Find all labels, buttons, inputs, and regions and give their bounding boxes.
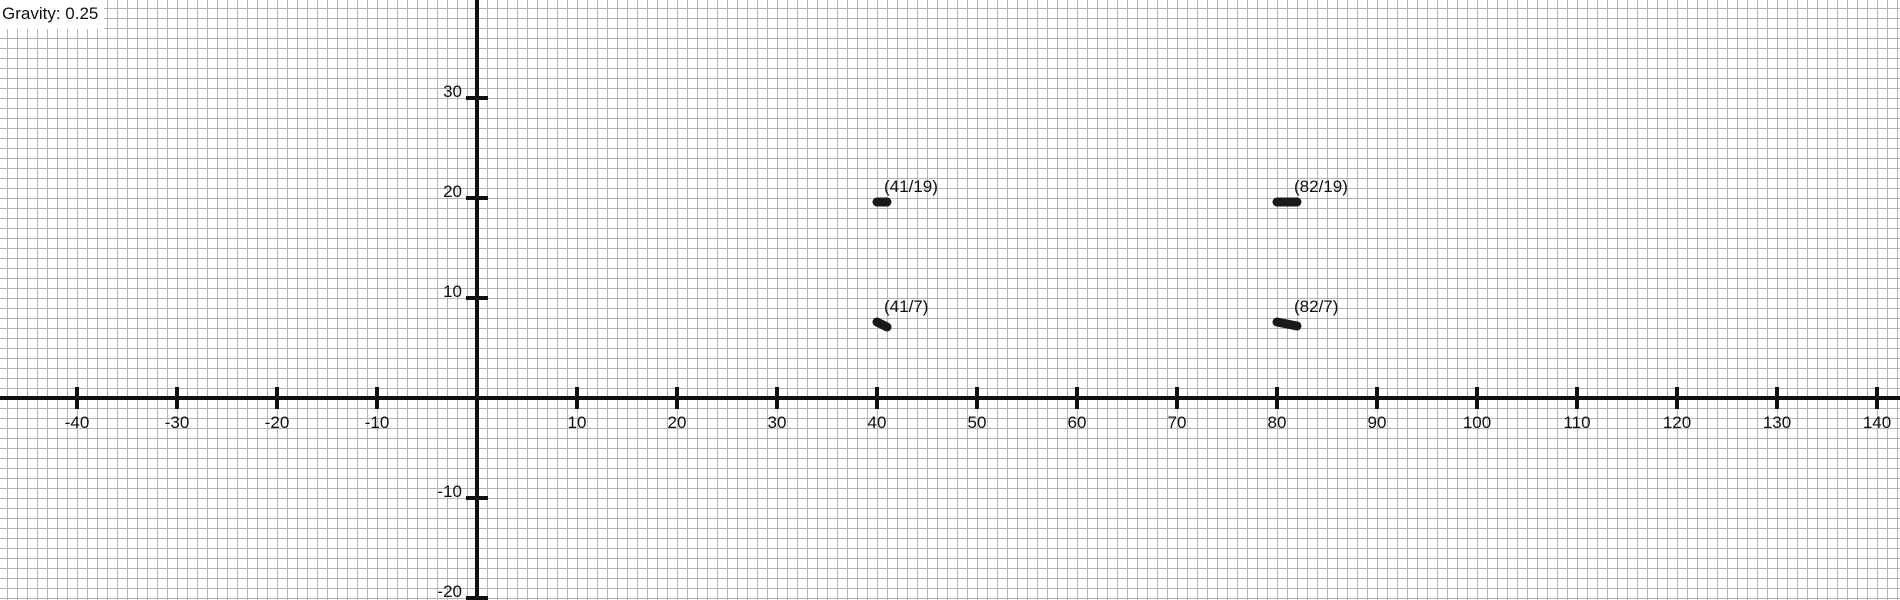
gravity-readout: Gravity: 0.25 <box>0 0 105 29</box>
y-tick-label: -20 <box>437 582 462 600</box>
segment-bar <box>1272 317 1302 331</box>
x-tick-label: 80 <box>1268 413 1287 432</box>
x-tick-label: -10 <box>365 413 390 432</box>
y-tick-label: -10 <box>437 482 462 501</box>
segment-bar <box>872 317 892 332</box>
segment: (82/19) <box>1272 177 1348 207</box>
x-tick-label: 130 <box>1763 413 1791 432</box>
x-tick-label: 140 <box>1863 413 1891 432</box>
segment-label: (41/7) <box>884 297 928 316</box>
segment: (82/7) <box>1272 297 1338 331</box>
y-tick-label: 40 <box>443 0 462 1</box>
segments: (41/19) (82/19) (41/7) (82/7) <box>872 177 1348 332</box>
axis-ticks: -40 -30 -20 -10 10 20 30 40 50 60 70 80 90 100 110 120 1… <box>65 0 1891 600</box>
segment: (41/19) <box>872 177 938 207</box>
y-tick-label: 30 <box>443 82 462 101</box>
x-tick-label: 120 <box>1663 413 1691 432</box>
segment-label: (41/19) <box>884 177 938 196</box>
x-tick-label: 40 <box>868 413 887 432</box>
segment-label: (82/19) <box>1294 177 1348 196</box>
y-tick-label: 20 <box>443 182 462 201</box>
gravity-value: 0.25 <box>65 4 99 23</box>
x-tick-label: 100 <box>1463 413 1491 432</box>
x-tick-label: 30 <box>768 413 787 432</box>
x-tick-label: 90 <box>1368 413 1387 432</box>
gravity-label: Gravity: <box>2 4 61 23</box>
x-tick-label: 50 <box>968 413 987 432</box>
y-tick-label: 10 <box>443 282 462 301</box>
segment: (41/7) <box>872 297 928 332</box>
x-tick-label: -40 <box>65 413 90 432</box>
x-tick-label: 60 <box>1068 413 1087 432</box>
x-tick-label: -20 <box>265 413 290 432</box>
segment-label: (82/7) <box>1294 297 1338 316</box>
x-tick-label: -30 <box>165 413 190 432</box>
x-tick-label: 10 <box>568 413 587 432</box>
x-tick-label: 70 <box>1168 413 1187 432</box>
x-tick-label: 110 <box>1563 413 1590 432</box>
x-tick-label: 20 <box>668 413 687 432</box>
